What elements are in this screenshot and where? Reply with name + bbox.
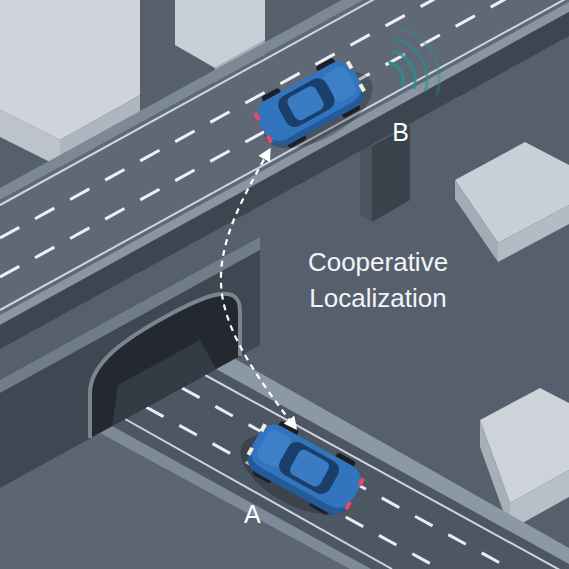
car-b: [266, 135, 273, 144]
car-a: [358, 478, 365, 487]
car-b: [358, 83, 365, 92]
tunnel-portal: [90, 294, 240, 438]
upper-road: [0, 12, 569, 349]
car-node: B: [255, 58, 415, 150]
building: [0, 110, 60, 167]
car-a: [344, 501, 351, 510]
lower-road: [182, 388, 569, 569]
lower-road: [216, 356, 569, 564]
car-a: [245, 419, 367, 515]
upper-road: [0, 0, 569, 315]
localization-link: [221, 150, 295, 428]
diagram-title: Cooperative Localization: [288, 244, 468, 316]
signal-waves: [390, 63, 403, 85]
vehicle-label: B: [392, 118, 409, 146]
car-a: [275, 438, 342, 497]
vehicle-label: A: [244, 500, 261, 528]
car-b: [346, 61, 353, 70]
signal-waves: [399, 28, 439, 94]
upper-road: [0, 0, 569, 238]
car-a: [228, 410, 370, 531]
tunnel-portal: [90, 294, 240, 438]
car-a: [247, 447, 254, 456]
lower-road: [146, 407, 440, 569]
car-b: [252, 55, 385, 164]
upper-road: [0, 0, 569, 205]
signal-waves: [396, 39, 427, 91]
car-b: [275, 75, 339, 131]
car-a: [260, 423, 267, 432]
car-b: [251, 56, 367, 147]
car-b: [247, 47, 385, 165]
tunnel-portal: [112, 340, 216, 426]
building: [455, 180, 498, 262]
car-node: A: [238, 428, 378, 530]
bridge-pillar: [360, 140, 372, 222]
car-a: [288, 448, 331, 489]
car-b: [253, 112, 260, 121]
building: [498, 205, 569, 262]
upper-road: [0, 0, 569, 349]
upper-road: [0, 0, 569, 310]
upper-road: [0, 0, 569, 277]
signal-waves: [390, 28, 439, 94]
lower-road: [125, 419, 392, 569]
upper-road: [0, 2, 569, 325]
signal-waves: [393, 51, 415, 88]
car-b: [285, 84, 326, 122]
lower-road: [205, 375, 569, 569]
